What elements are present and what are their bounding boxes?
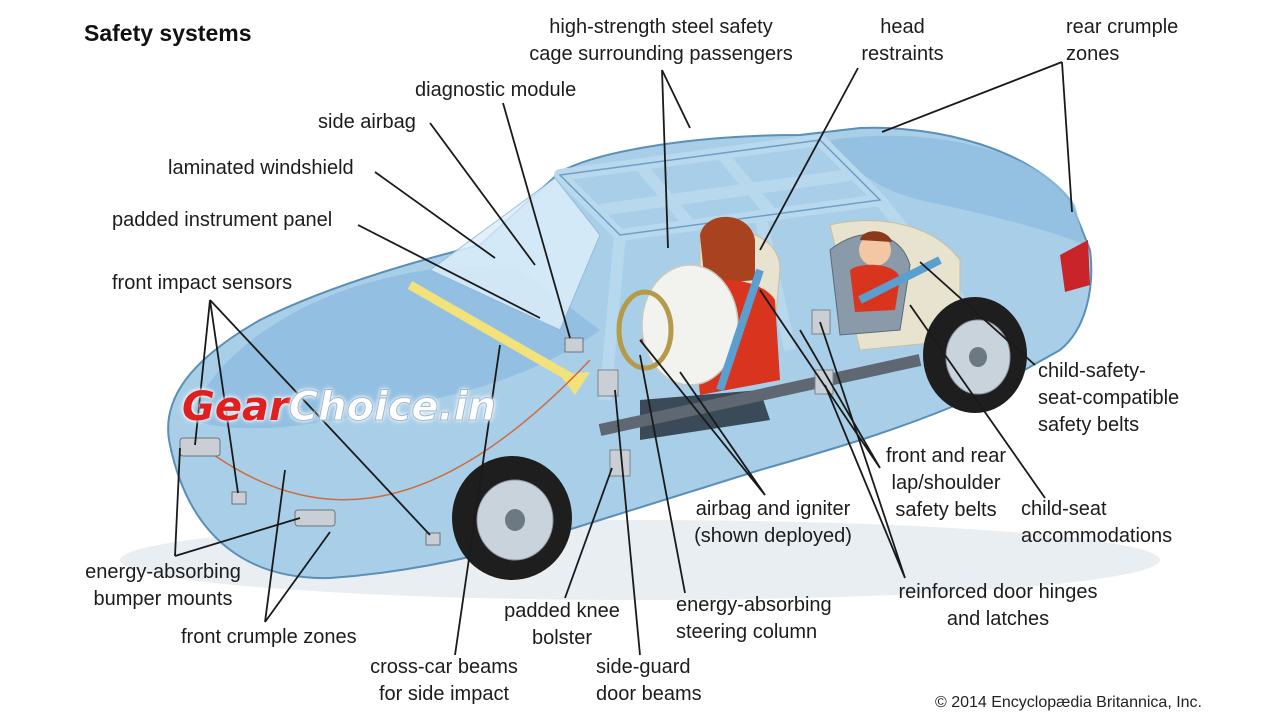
label-line: safety belts: [895, 499, 997, 521]
label-line: side-guard: [596, 656, 691, 678]
label-head-restraints: head restraints: [845, 14, 960, 68]
label-line: energy-absorbing: [676, 594, 832, 616]
label-line: zones: [1066, 43, 1120, 65]
label-front-crumple-zones: front crumple zones: [181, 626, 357, 648]
watermark-part-2: Choice.in: [288, 384, 496, 431]
label-side-guard-beams: side-guard door beams: [596, 654, 702, 708]
cross-car-beam: [598, 354, 922, 436]
safety-belts: [716, 256, 942, 392]
label-line: and latches: [946, 608, 1050, 630]
label-line: for side impact: [378, 683, 510, 705]
copyright-credit: © 2014 Encyclopædia Britannica, Inc.: [934, 694, 1202, 711]
door-hinges: [597, 309, 834, 477]
label-rear-crumple-zones: rear crumple zones: [1066, 14, 1178, 68]
label-line: bumper mounts: [93, 588, 233, 610]
label-line: safety belts: [1038, 414, 1140, 436]
label-line: cage surrounding passengers: [529, 43, 793, 65]
diagram-title: Safety systems: [84, 20, 252, 46]
rear-deck-panel: [830, 135, 1085, 245]
label-padded-knee-bolster: padded knee bolster: [493, 598, 631, 652]
label-line: high-strength steel safety: [549, 16, 773, 38]
label-child-safety-belts: child-safety- seat-compatible safety bel…: [1038, 358, 1179, 439]
label-line: child-safety-: [1038, 360, 1146, 382]
watermark-part-1: Gear: [182, 384, 289, 430]
label-child-seat-accommodations: child-seat accommodations: [1021, 496, 1172, 550]
label-line: reinforced door hinges: [898, 581, 1098, 603]
label-airbag-igniter: airbag and igniter (shown deployed): [680, 496, 866, 550]
rear-wheel: [923, 297, 1027, 413]
label-front-impact-sensors: front impact sensors: [112, 272, 293, 294]
label-line: energy-absorbing: [85, 561, 241, 583]
label-line: padded knee: [504, 600, 620, 622]
label-line: seat-compatible: [1038, 387, 1180, 409]
label-laminated-windshield: laminated windshield: [168, 157, 354, 179]
label-line: airbag and igniter: [695, 498, 851, 520]
front-wheel: [452, 456, 572, 580]
label-door-hinges: reinforced door hinges and latches: [884, 579, 1112, 633]
leader-lines: [174, 61, 1073, 656]
label-line: lap/shoulder: [891, 472, 1001, 494]
label-steering-column: energy-absorbing steering column: [676, 592, 832, 646]
label-line: steering column: [676, 621, 818, 643]
label-line: head: [880, 16, 925, 38]
label-line: door beams: [596, 683, 702, 705]
label-line: cross-car beams: [370, 656, 518, 678]
bumper-mounts: [179, 337, 584, 546]
label-diagnostic-module: diagnostic module: [415, 79, 577, 101]
label-line: bolster: [531, 627, 593, 649]
label-safety-cage: high-strength steel safety cage surround…: [515, 14, 807, 68]
taillight: [1060, 240, 1090, 292]
label-line: rear crumple: [1066, 16, 1179, 38]
label-cross-car-beams: cross-car beams for side impact: [355, 654, 533, 708]
label-lap-shoulder-belts: front and rear lap/shoulder safety belts: [870, 443, 1022, 524]
sensor-wiring: [199, 359, 591, 501]
label-line: (shown deployed): [694, 525, 852, 547]
label-line: child-seat: [1021, 498, 1107, 520]
steering-wheel: [616, 289, 674, 371]
label-line: front and rear: [885, 445, 1007, 467]
watermark-logo: GearChoice.in: [182, 384, 496, 431]
label-side-airbag: side airbag: [318, 111, 416, 133]
label-line: accommodations: [1021, 525, 1173, 547]
label-padded-instrument-panel: padded instrument panel: [112, 209, 333, 231]
label-line: restraints: [861, 43, 944, 65]
label-bumper-mounts: energy-absorbing bumper mounts: [72, 559, 254, 613]
impact-path-arrow: [407, 281, 578, 384]
